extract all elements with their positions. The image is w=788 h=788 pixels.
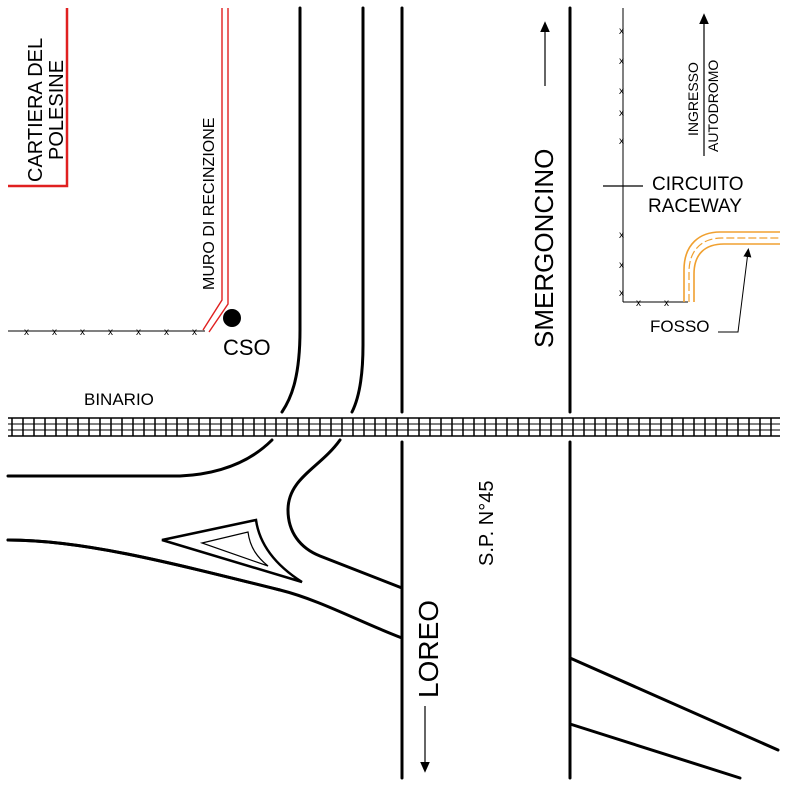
east-road-upper-edge	[568, 656, 780, 752]
fosso-ditch-middle	[688, 237, 780, 302]
svg-text:x: x	[136, 327, 141, 338]
cso-label: CSO	[223, 335, 271, 360]
binario-label: BINARIO	[84, 390, 154, 409]
traffic-island-inner	[199, 531, 269, 567]
svg-text:x: x	[619, 260, 624, 271]
muro-wall-outer	[202, 8, 223, 331]
north-road-inner-edge	[350, 6, 365, 414]
svg-text:x: x	[164, 327, 169, 338]
fosso-ditch-outer	[683, 231, 780, 302]
east-road-lower-edge	[568, 722, 742, 780]
sp45-label: S.P. N°45	[476, 481, 498, 566]
diagonal-road-north-edge	[6, 538, 404, 640]
railway-binario	[8, 417, 780, 437]
ingresso-label-line1: INGRESSO	[685, 62, 701, 136]
svg-text:x: x	[619, 230, 624, 241]
circuito-label-line1: CIRCUITO	[652, 174, 743, 195]
slip-road-west-edge	[286, 438, 404, 590]
fosso-label: FOSSO	[650, 317, 710, 336]
traffic-island-outer	[161, 518, 303, 584]
svg-text:x: x	[664, 298, 669, 309]
svg-text:x: x	[636, 298, 641, 309]
fosso-ditch-inner	[693, 243, 780, 302]
diagonal-road-south-edge	[6, 538, 282, 592]
svg-text:x: x	[108, 327, 113, 338]
muro-wall-inner	[208, 8, 229, 333]
smergoncino-label: SMERGONCINO	[529, 149, 559, 348]
fosso-leader-line	[718, 248, 752, 333]
cartiera-label-line1: CARTIERA DEL	[25, 38, 47, 182]
ingresso-label-line2: AUTODROMO	[705, 60, 721, 152]
svg-text:x: x	[619, 108, 624, 119]
cartiera-label-line2: POLESINE	[46, 60, 68, 160]
svg-text:x: x	[619, 26, 624, 37]
svg-text:x: x	[619, 288, 624, 299]
cartiera-boundary	[8, 8, 69, 188]
svg-text:x: x	[619, 136, 624, 147]
north-west-road-edge	[280, 6, 302, 414]
svg-text:x: x	[80, 327, 85, 338]
svg-text:x: x	[192, 327, 197, 338]
circuito-label-line2: RACEWAY	[648, 196, 742, 217]
svg-text:x: x	[24, 327, 29, 338]
svg-text:x: x	[619, 86, 624, 97]
svg-text:x: x	[619, 56, 624, 67]
cso-marker-icon[interactable]	[223, 309, 241, 327]
svg-text:x: x	[52, 327, 57, 338]
loreo-label: LOREO	[413, 600, 444, 698]
west-road-north-edge	[6, 438, 274, 478]
muro-label: MURO DI RECINZIONE	[201, 118, 218, 290]
